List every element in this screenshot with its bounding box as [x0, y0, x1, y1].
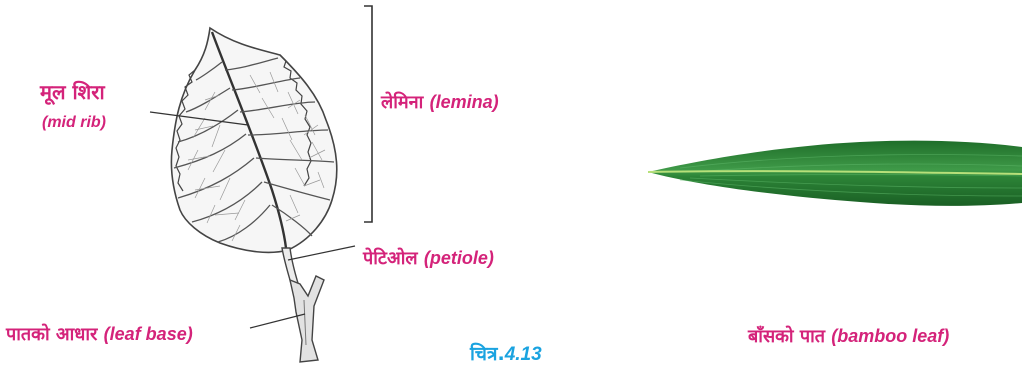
figure-caption: चित्र.4.13 — [470, 343, 542, 365]
bamboo-leaf — [648, 140, 1022, 206]
midrib-line — [210, 31, 288, 249]
petiole-label: पेटिओल (petiole) — [363, 248, 494, 269]
leaf-base — [289, 275, 325, 363]
midrib-label: मूल शिरा — [40, 80, 105, 104]
leaf-base-leader — [249, 313, 306, 329]
secondary-veins — [173, 57, 335, 243]
lamina-label: लेमिना (lemina) — [381, 92, 499, 113]
leaf-base-label: पातको आधार (leaf base) — [6, 324, 193, 345]
midrib-label-en: (mid rib) — [42, 114, 106, 131]
lamina-bracket — [364, 5, 373, 223]
bamboo-leaf-label: बाँसको पात (bamboo leaf) — [748, 326, 950, 347]
midrib-leader — [149, 111, 249, 126]
petiole-leader — [287, 245, 356, 261]
